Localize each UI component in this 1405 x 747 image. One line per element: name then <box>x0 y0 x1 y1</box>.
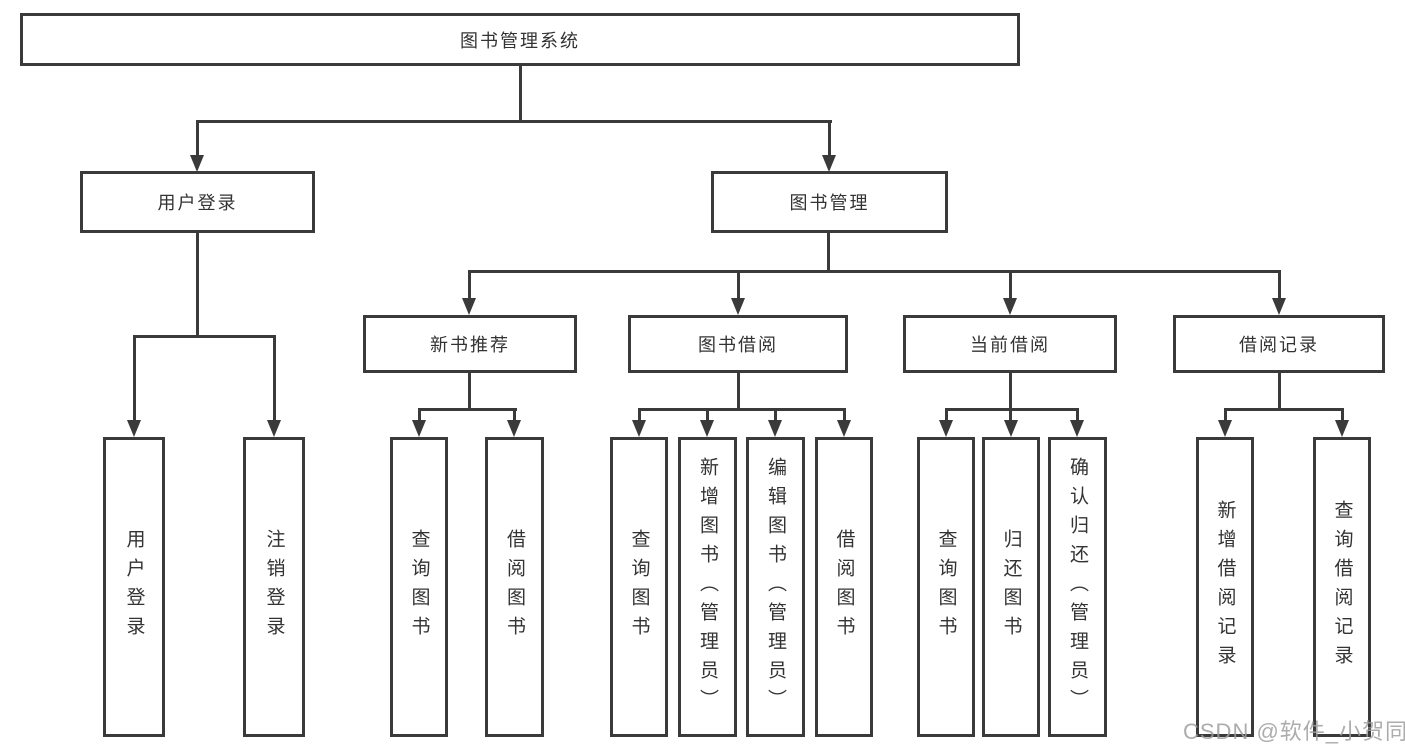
arrow-down-icon <box>731 298 745 315</box>
arrow-down-icon <box>1218 420 1232 437</box>
arrow-down-icon <box>1272 298 1286 315</box>
leaf-confirm-return-admin: 确认归还（管理员） <box>1048 437 1107 737</box>
node-new-book-recommend: 新书推荐 <box>363 315 577 373</box>
connector-line <box>1341 408 1344 424</box>
connector-line <box>706 408 709 424</box>
leaf-add-books-admin-label: 新增图书（管理员） <box>697 456 718 718</box>
arrow-down-icon <box>1004 420 1018 437</box>
node-book-management: 图书管理 <box>711 171 948 233</box>
arrow-down-icon <box>1070 420 1084 437</box>
connector-line <box>774 408 777 424</box>
leaf-add-books-admin: 新增图书（管理员） <box>678 437 737 737</box>
arrow-down-icon <box>267 420 281 437</box>
connector-line <box>1009 273 1012 300</box>
connector-line <box>468 273 471 300</box>
arrow-down-icon <box>507 420 521 437</box>
connector-line <box>945 408 948 424</box>
connector-line <box>519 66 522 123</box>
connector-line <box>196 233 199 338</box>
connector-line <box>638 408 641 424</box>
connector-line <box>418 408 421 424</box>
connector-line <box>638 408 846 411</box>
node-root: 图书管理系统 <box>20 13 1020 66</box>
connector-line <box>945 408 1079 411</box>
connector-line <box>196 120 832 123</box>
connector-line <box>273 338 276 423</box>
arrow-down-icon <box>412 420 426 437</box>
node-current-borrow: 当前借阅 <box>903 315 1117 373</box>
node-book-management-label: 图书管理 <box>789 193 870 213</box>
node-borrow-records: 借阅记录 <box>1173 315 1385 373</box>
node-current-borrow-label: 当前借阅 <box>970 335 1050 355</box>
connector-line <box>513 408 516 424</box>
arrow-down-icon <box>837 420 851 437</box>
arrow-down-icon <box>768 420 782 437</box>
arrow-down-icon <box>939 420 953 437</box>
leaf-query-books-borrow-label: 查询图书 <box>628 529 650 645</box>
connector-line <box>1009 373 1012 411</box>
arrow-down-icon <box>632 420 646 437</box>
arrow-down-icon <box>190 155 204 172</box>
connector-line <box>133 335 276 338</box>
leaf-query-books-recommend-label: 查询图书 <box>408 529 430 645</box>
connector-line <box>468 270 1281 273</box>
arrow-down-icon <box>462 298 476 315</box>
leaf-borrow-books-recommend: 借阅图书 <box>485 437 544 737</box>
connector-line <box>828 123 831 157</box>
connector-line <box>843 408 846 424</box>
node-new-book-recommend-label: 新书推荐 <box>430 335 510 355</box>
leaf-add-borrow-record: 新增借阅记录 <box>1196 437 1254 737</box>
connector-line <box>1224 408 1344 411</box>
leaf-confirm-return-admin-label: 确认归还（管理员） <box>1067 456 1088 718</box>
leaf-borrow-books-recommend-label: 借阅图书 <box>504 529 525 645</box>
connector-line <box>1278 373 1281 411</box>
leaf-borrow-books: 借阅图书 <box>815 437 873 737</box>
leaf-query-books-current-label: 查询图书 <box>935 529 957 645</box>
leaf-add-borrow-record-label: 新增借阅记录 <box>1214 500 1236 674</box>
leaf-query-books-recommend: 查询图书 <box>390 437 448 737</box>
connector-line <box>1076 408 1079 424</box>
leaf-return-books: 归还图书 <box>982 437 1040 737</box>
connector-line <box>737 273 740 300</box>
leaf-user-login-label: 用户登录 <box>123 529 145 645</box>
leaf-query-borrow-record-label: 查询借阅记录 <box>1331 500 1353 674</box>
node-root-label: 图书管理系统 <box>460 30 580 51</box>
node-book-borrow: 图书借阅 <box>628 315 848 373</box>
arrow-down-icon <box>822 155 836 172</box>
arrow-down-icon <box>1335 420 1349 437</box>
connector-line <box>827 233 830 273</box>
leaf-borrow-books-label: 借阅图书 <box>833 529 855 645</box>
node-user-login: 用户登录 <box>80 171 315 233</box>
leaf-logout: 注销登录 <box>243 437 305 737</box>
leaf-query-books-current: 查询图书 <box>917 437 975 737</box>
leaf-return-books-label: 归还图书 <box>1000 529 1022 645</box>
arrow-down-icon <box>1003 298 1017 315</box>
connector-line <box>196 123 199 157</box>
leaf-query-books-borrow: 查询图书 <box>610 437 668 737</box>
node-borrow-records-label: 借阅记录 <box>1239 335 1319 355</box>
arrow-down-icon <box>127 420 141 437</box>
connector-line <box>418 408 517 411</box>
connector-line <box>1224 408 1227 424</box>
arrow-down-icon <box>700 420 714 437</box>
connector-line <box>1009 408 1012 424</box>
connector-line <box>133 338 136 423</box>
leaf-logout-label: 注销登录 <box>263 529 285 645</box>
connector-line <box>737 373 740 411</box>
leaf-edit-books-admin-label: 编辑图书（管理员） <box>765 456 786 718</box>
csdn-watermark: CSDN @软件_小贺同学 <box>1183 719 1405 744</box>
leaf-user-login: 用户登录 <box>103 437 165 737</box>
connector-line <box>468 373 471 411</box>
connector-line <box>1278 273 1281 300</box>
node-user-login-label: 用户登录 <box>157 193 238 213</box>
leaf-query-borrow-record: 查询借阅记录 <box>1313 437 1371 737</box>
leaf-edit-books-admin: 编辑图书（管理员） <box>746 437 805 737</box>
node-book-borrow-label: 图书借阅 <box>698 335 778 355</box>
